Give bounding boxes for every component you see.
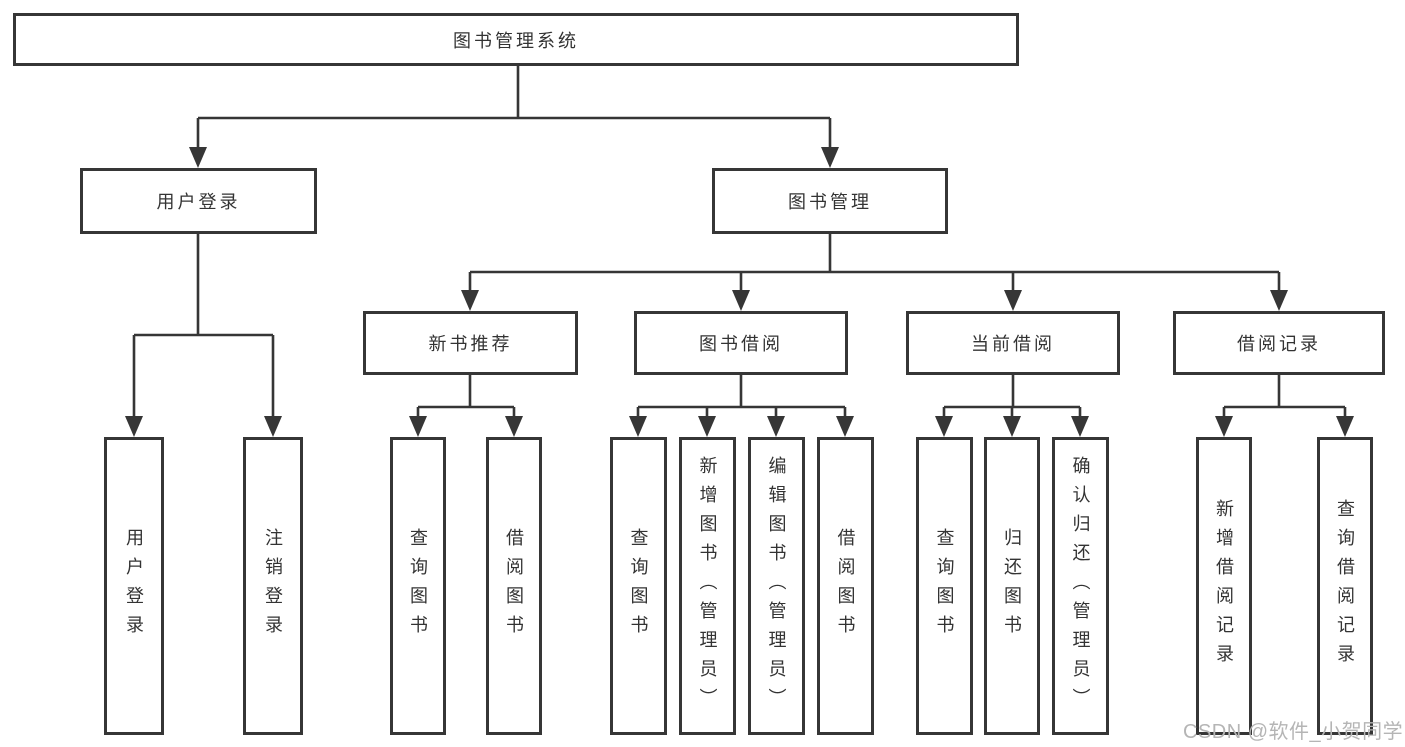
csdn-watermark: CSDN @软件_小贺同学 xyxy=(1183,721,1404,743)
node-new-book-recommend: 新书推荐 xyxy=(363,311,578,375)
node-records-query-record: 查询借阅记录 xyxy=(1317,437,1373,735)
node-logout-leaf-label: 注销登录 xyxy=(263,528,283,644)
node-book-management-branch-label: 图书管理 xyxy=(788,192,872,212)
node-book-borrowing: 图书借阅 xyxy=(634,311,848,375)
node-borrowing-records: 借阅记录 xyxy=(1173,311,1385,375)
node-records-query-record-label: 查询借阅记录 xyxy=(1335,499,1355,673)
node-current-return-books-label: 归还图书 xyxy=(1002,528,1022,644)
node-current-borrowing-label: 当前借阅 xyxy=(971,334,1055,354)
node-current-query-books: 查询图书 xyxy=(916,437,973,735)
node-user-login-branch: 用户登录 xyxy=(80,168,317,234)
node-current-query-books-label: 查询图书 xyxy=(934,528,955,644)
node-borrowing-add-books-admin: 新增图书（管理员） xyxy=(679,437,736,735)
node-new-book-recommend-label: 新书推荐 xyxy=(428,334,513,354)
node-library-management-system: 图书管理系统 xyxy=(13,13,1019,66)
node-records-add-record-label: 新增借阅记录 xyxy=(1214,499,1234,673)
node-recommend-query-books-label: 查询图书 xyxy=(408,528,428,644)
node-borrowing-records-label: 借阅记录 xyxy=(1237,334,1321,354)
node-records-add-record: 新增借阅记录 xyxy=(1196,437,1252,735)
node-recommend-borrow-books-label: 借阅图书 xyxy=(504,528,524,644)
node-recommend-query-books: 查询图书 xyxy=(390,437,446,735)
node-current-return-books: 归还图书 xyxy=(984,437,1040,735)
node-logout-leaf: 注销登录 xyxy=(243,437,303,735)
node-recommend-borrow-books: 借阅图书 xyxy=(486,437,542,735)
node-borrowing-borrow-books: 借阅图书 xyxy=(817,437,874,735)
node-borrowing-borrow-books-label: 借阅图书 xyxy=(835,528,856,644)
node-library-management-system-label: 图书管理系统 xyxy=(453,30,579,51)
node-borrowing-query-books: 查询图书 xyxy=(610,437,667,735)
node-user-login-leaf-label: 用户登录 xyxy=(124,528,144,644)
node-borrowing-edit-books-admin: 编辑图书（管理员） xyxy=(748,437,805,735)
node-borrowing-query-books-label: 查询图书 xyxy=(628,528,649,644)
node-borrowing-edit-books-admin-label: 编辑图书（管理员） xyxy=(766,455,787,717)
node-borrowing-add-books-admin-label: 新增图书（管理员） xyxy=(697,455,718,717)
node-current-confirm-return-admin: 确认归还（管理员） xyxy=(1052,437,1109,735)
node-current-confirm-return-admin-label: 确认归还（管理员） xyxy=(1070,455,1091,717)
arrowhead-icons xyxy=(125,147,1354,437)
node-book-management-branch: 图书管理 xyxy=(712,168,948,234)
node-book-borrowing-label: 图书借阅 xyxy=(699,334,783,354)
node-current-borrowing: 当前借阅 xyxy=(906,311,1120,375)
node-user-login-branch-label: 用户登录 xyxy=(156,192,241,212)
node-user-login-leaf: 用户登录 xyxy=(104,437,164,735)
